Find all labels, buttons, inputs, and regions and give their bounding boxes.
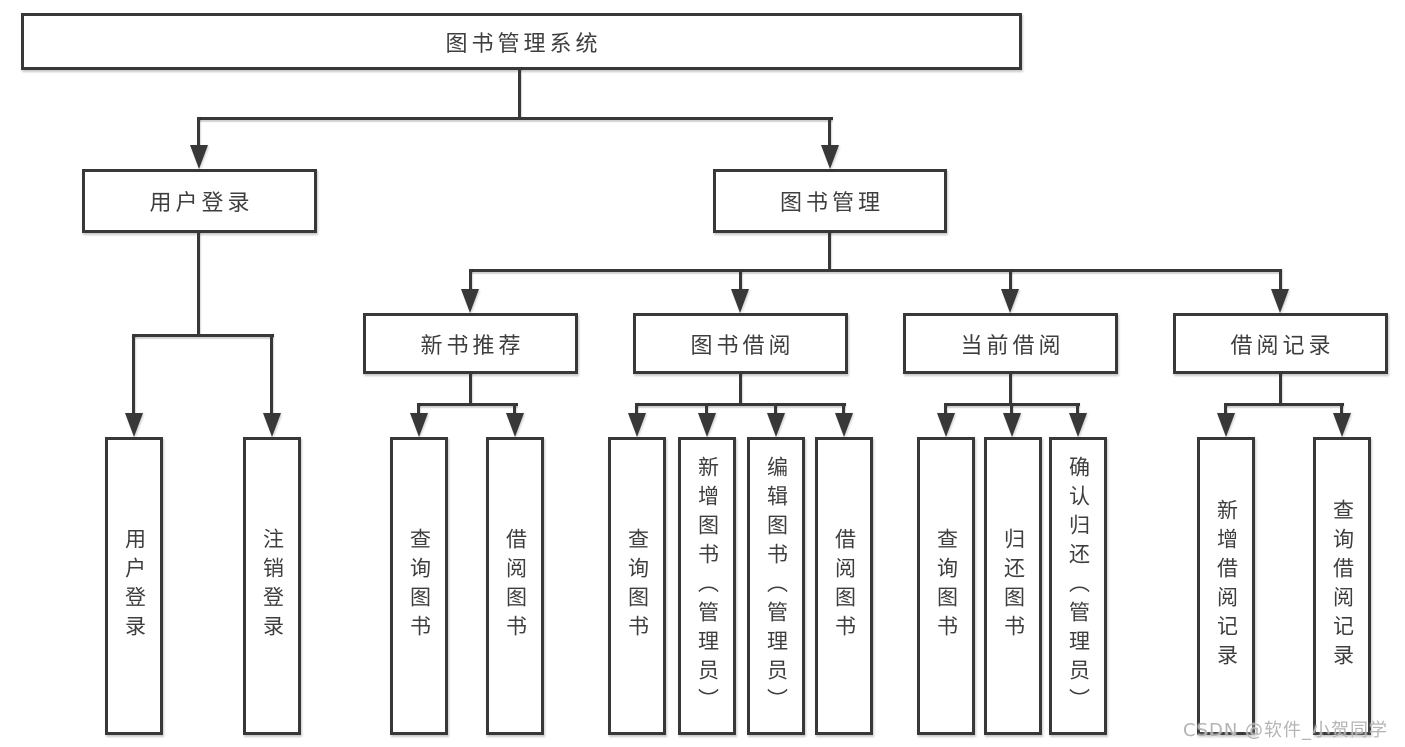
arrow-down-icon bbox=[731, 289, 749, 313]
arrow-down-icon bbox=[698, 413, 716, 437]
connector-line bbox=[828, 117, 831, 146]
connector-line bbox=[1009, 269, 1012, 290]
leaf-user-login: 用户登录 bbox=[105, 437, 163, 735]
connector-line bbox=[944, 403, 947, 415]
arrow-down-icon bbox=[461, 289, 479, 313]
connector-line bbox=[635, 403, 846, 406]
connector-line bbox=[1279, 269, 1282, 290]
arrow-down-icon bbox=[506, 413, 524, 437]
node-new-book-recommend: 新书推荐 bbox=[363, 313, 578, 374]
node-borrow-records: 借阅记录 bbox=[1173, 313, 1388, 374]
connector-line bbox=[705, 403, 708, 415]
connector-line bbox=[842, 403, 845, 415]
arrow-down-icon bbox=[628, 413, 646, 437]
leaf-records-query-record: 查询借阅记录 bbox=[1313, 437, 1371, 735]
node-root: 图书管理系统 bbox=[21, 13, 1022, 70]
connector-line bbox=[739, 372, 742, 406]
connector-line bbox=[513, 403, 516, 415]
connector-line bbox=[1279, 372, 1282, 406]
connector-line bbox=[1009, 372, 1012, 406]
connector-line bbox=[469, 372, 472, 406]
connector-line bbox=[1340, 403, 1343, 415]
leaf-recommend-borrow-books: 借阅图书 bbox=[486, 437, 544, 735]
connector-line bbox=[469, 269, 1282, 272]
arrow-down-icon bbox=[1003, 413, 1021, 437]
arrow-down-icon bbox=[125, 413, 143, 437]
arrow-down-icon bbox=[1333, 413, 1351, 437]
arrow-down-icon bbox=[767, 413, 785, 437]
connector-line bbox=[828, 231, 831, 272]
arrow-down-icon bbox=[835, 413, 853, 437]
connector-line bbox=[774, 403, 777, 415]
arrow-down-icon bbox=[937, 413, 955, 437]
leaf-recommend-query-books: 查询图书 bbox=[390, 437, 448, 735]
connector-line bbox=[417, 403, 420, 415]
node-user-login: 用户登录 bbox=[82, 169, 317, 233]
leaf-borrow-add-books-admin: 新增图书（管理员） bbox=[678, 437, 736, 735]
leaf-borrow-query-books: 查询图书 bbox=[608, 437, 666, 735]
arrow-down-icon bbox=[1069, 413, 1087, 437]
connector-line bbox=[1076, 403, 1079, 415]
leaf-current-query-books: 查询图书 bbox=[917, 437, 975, 735]
leaf-logout: 注销登录 bbox=[243, 437, 301, 735]
connector-line bbox=[1010, 403, 1013, 415]
connector-line bbox=[417, 403, 518, 406]
arrow-down-icon bbox=[1001, 289, 1019, 313]
connector-line bbox=[518, 67, 521, 119]
connector-line bbox=[469, 269, 472, 290]
arrow-down-icon bbox=[410, 413, 428, 437]
connector-line bbox=[739, 269, 742, 290]
node-current-borrow: 当前借阅 bbox=[903, 313, 1118, 374]
connector-line bbox=[635, 403, 638, 415]
connector-line bbox=[132, 334, 274, 337]
leaf-borrow-borrow-books: 借阅图书 bbox=[815, 437, 873, 735]
node-book-borrow: 图书借阅 bbox=[633, 313, 848, 374]
node-book-management: 图书管理 bbox=[713, 169, 947, 233]
connector-line bbox=[197, 231, 200, 337]
arrow-down-icon bbox=[190, 145, 208, 169]
connector-line bbox=[270, 334, 273, 415]
leaf-borrow-edit-books-admin: 编辑图书（管理员） bbox=[747, 437, 805, 735]
connector-line bbox=[1224, 403, 1344, 406]
arrow-down-icon bbox=[821, 145, 839, 169]
connector-line bbox=[197, 117, 200, 146]
arrow-down-icon bbox=[263, 413, 281, 437]
connector-line bbox=[132, 334, 135, 415]
leaf-records-add-record: 新增借阅记录 bbox=[1197, 437, 1255, 735]
connector-line bbox=[198, 117, 833, 120]
csdn-watermark: CSDN @软件_小贺同学 bbox=[1183, 720, 1389, 741]
arrow-down-icon bbox=[1271, 289, 1289, 313]
leaf-current-confirm-return-admin: 确认归还（管理员） bbox=[1049, 437, 1107, 735]
leaf-current-return-books: 归还图书 bbox=[984, 437, 1042, 735]
arrow-down-icon bbox=[1217, 413, 1235, 437]
connector-line bbox=[1224, 403, 1227, 415]
